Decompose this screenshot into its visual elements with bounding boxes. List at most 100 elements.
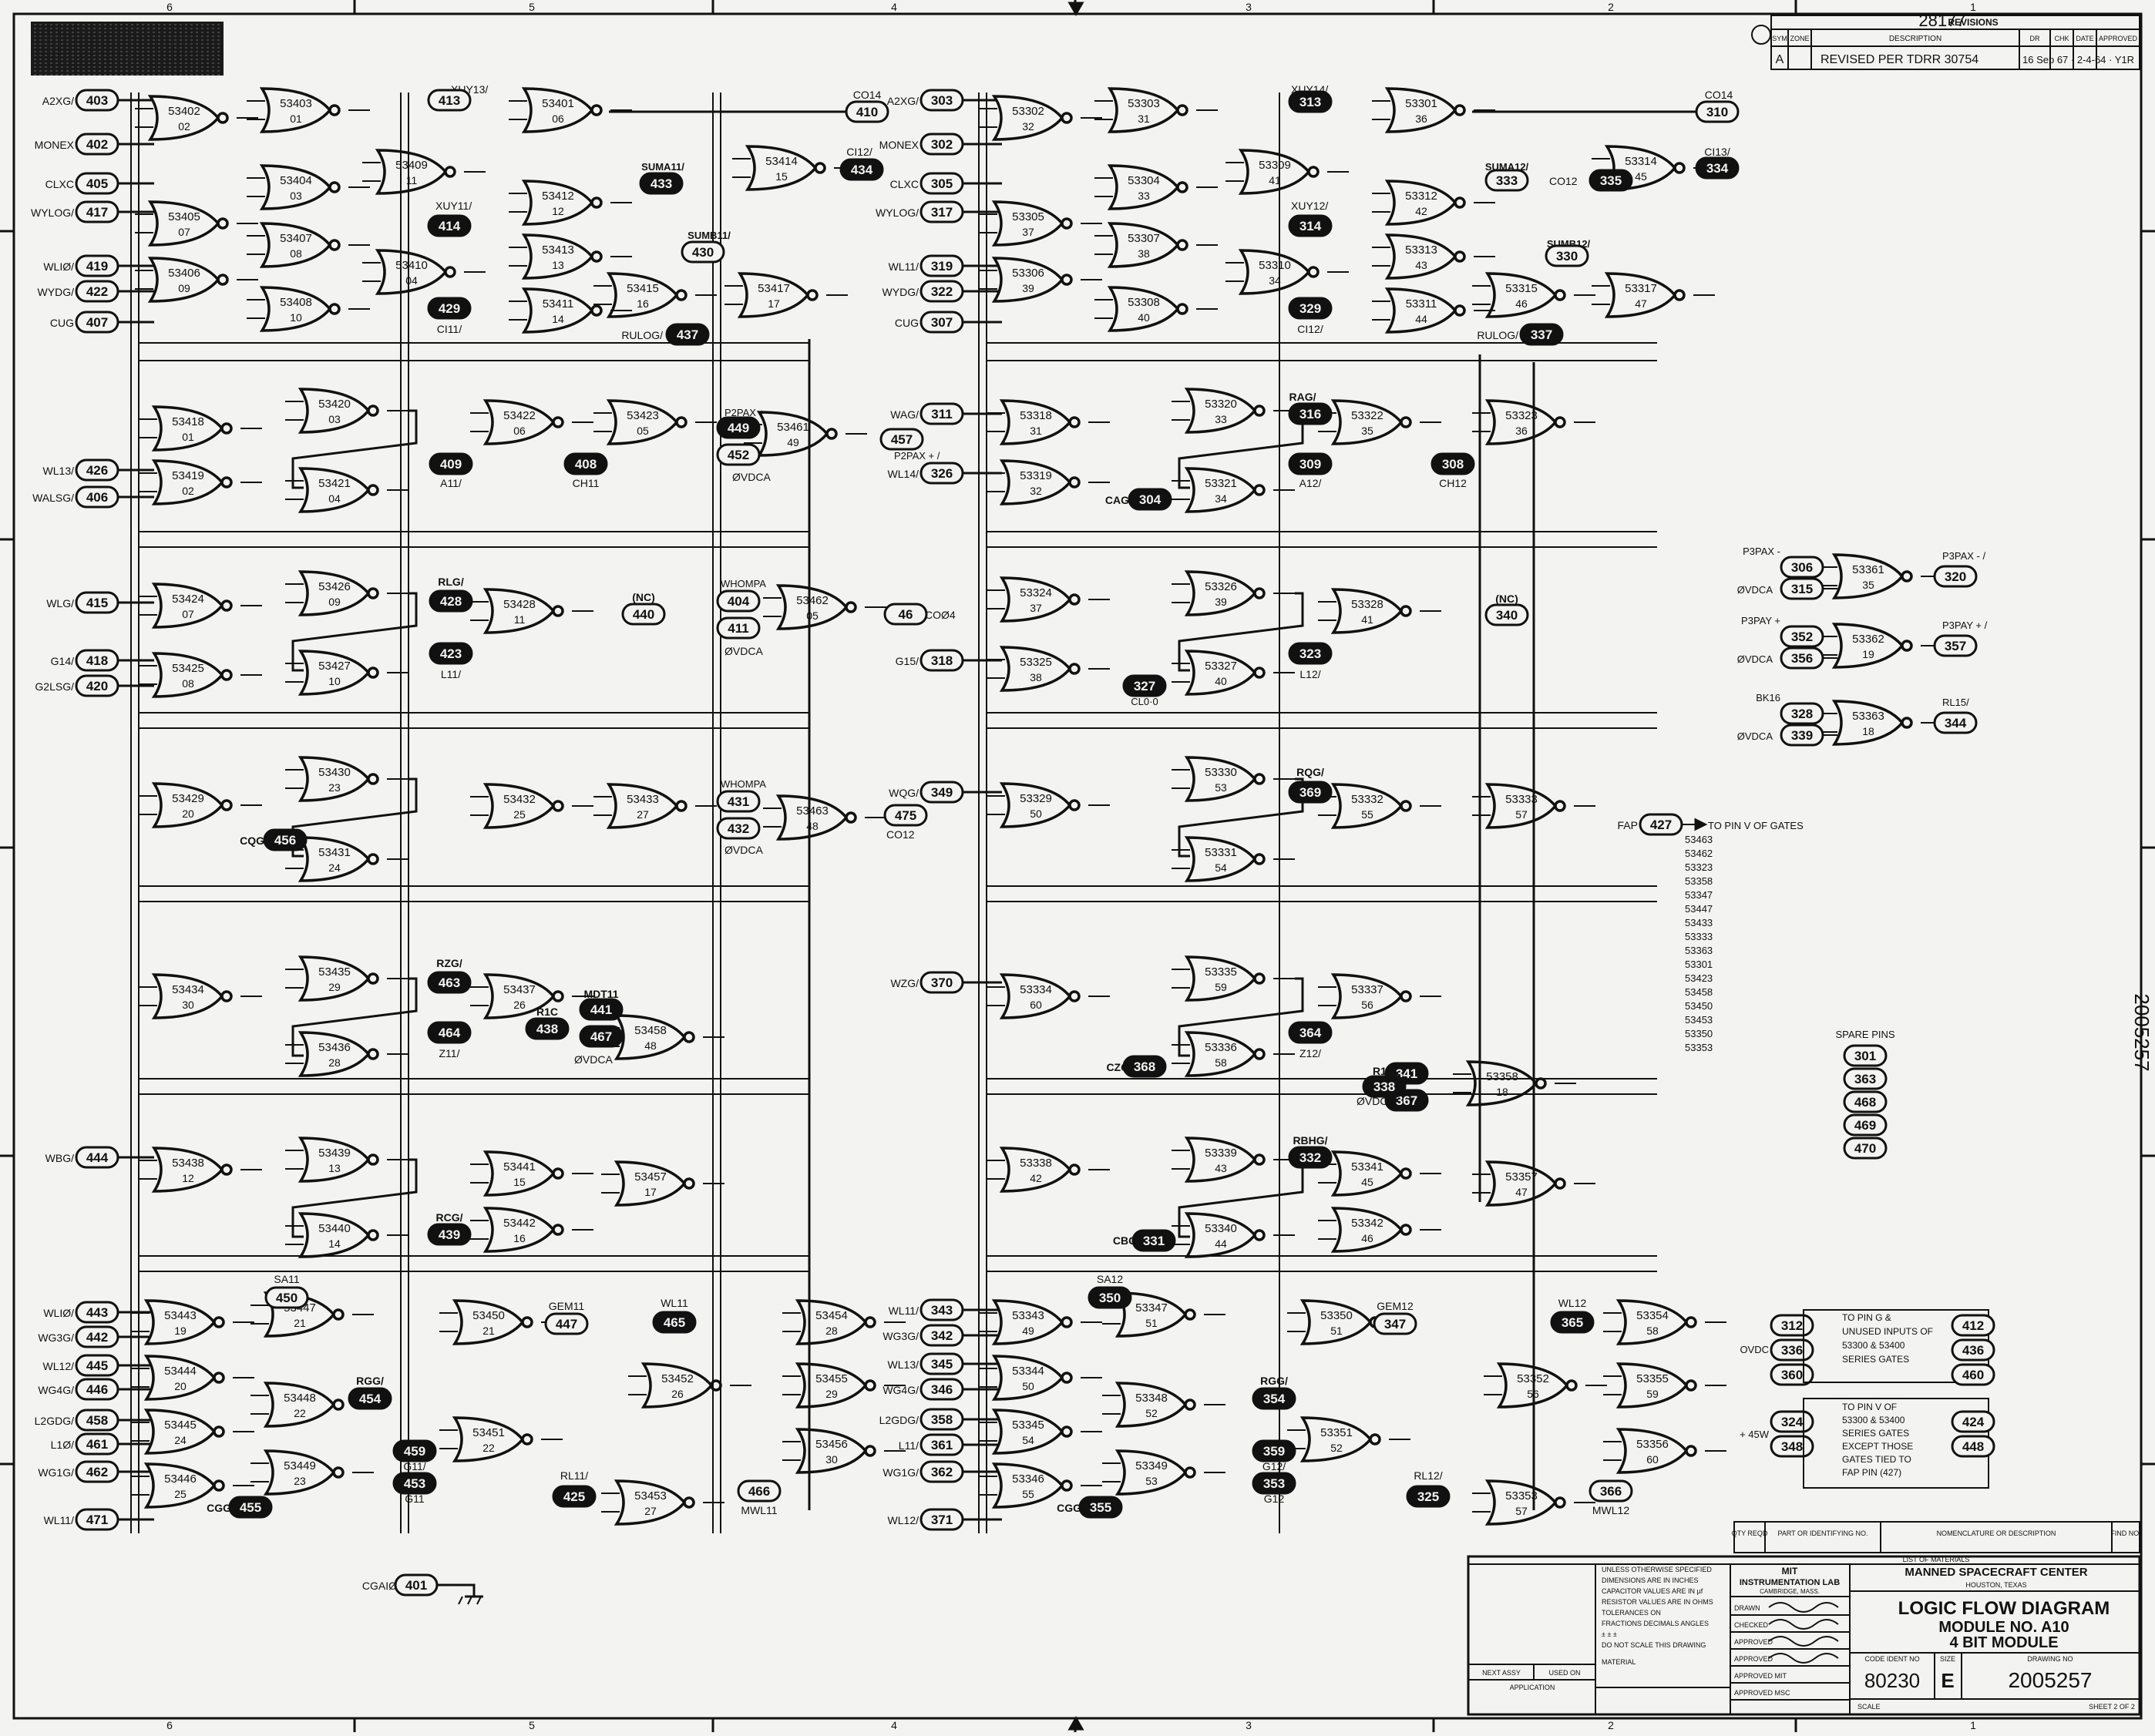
gate-sub: 30 bbox=[825, 1453, 838, 1466]
gate-number: 53320 bbox=[1205, 398, 1237, 411]
signal-label: MDT11 bbox=[583, 988, 618, 1000]
aux-pin: 352 bbox=[1780, 625, 1824, 648]
signal-label: (NC) bbox=[632, 591, 655, 603]
aux-output-pin: 357 bbox=[1933, 634, 1978, 657]
handwritten-number: 28177 bbox=[1918, 11, 1965, 30]
gate-body bbox=[298, 650, 371, 696]
pin-oval bbox=[1695, 100, 1740, 123]
input-label: WG3G/ bbox=[883, 1330, 919, 1342]
inversion-bubble bbox=[590, 250, 603, 263]
pin-number: 439 bbox=[439, 1227, 460, 1242]
inversion-bubble bbox=[1176, 181, 1188, 193]
pin-number: 429 bbox=[439, 301, 460, 316]
signal-label: G11/ bbox=[403, 1460, 425, 1472]
gate-sub: 39 bbox=[1022, 282, 1034, 294]
gate-sub: 07 bbox=[182, 608, 194, 620]
input-label: WL11/ bbox=[44, 1514, 75, 1526]
gate-number: 53411 bbox=[543, 297, 574, 311]
inversion-bubble bbox=[552, 800, 564, 812]
pin-number: 316 bbox=[1299, 407, 1321, 421]
pin-441: 441 bbox=[579, 998, 624, 1021]
gate-sub: 11 bbox=[514, 613, 526, 626]
gate-body bbox=[482, 1150, 556, 1197]
input-label: WZG/ bbox=[890, 977, 919, 989]
gate-body bbox=[795, 1362, 868, 1409]
inversion-bubble bbox=[367, 587, 379, 599]
gate-sub: 23 bbox=[328, 781, 341, 794]
gate-sub: 31 bbox=[1138, 112, 1150, 125]
col-chk: CHK bbox=[2054, 35, 2069, 42]
pin-oval bbox=[1770, 1338, 1814, 1362]
ovdc-right-pin: 436 bbox=[1951, 1338, 1995, 1362]
gate-body bbox=[521, 180, 594, 226]
pin-number: 330 bbox=[1556, 249, 1578, 264]
gate-number: 53431 bbox=[318, 846, 351, 859]
gate-sub: 40 bbox=[1215, 675, 1227, 687]
revision-block bbox=[1770, 15, 2140, 70]
inversion-bubble bbox=[1400, 416, 1412, 428]
signal-label: ØVDCA bbox=[732, 471, 771, 483]
gate-body bbox=[1831, 623, 1905, 669]
gate-sub: 53 bbox=[1145, 1475, 1158, 1487]
pin-oval bbox=[1373, 1312, 1417, 1335]
gate-sub: 03 bbox=[328, 413, 341, 425]
gate-sub: 40 bbox=[1138, 311, 1150, 324]
gate-body bbox=[1238, 249, 1311, 295]
gate-body bbox=[521, 287, 594, 334]
pin-number: 441 bbox=[590, 1002, 612, 1017]
latch-wire bbox=[1178, 977, 1304, 1057]
scale-label: SCALE bbox=[1857, 1703, 1881, 1711]
inversion-bubble bbox=[590, 304, 603, 317]
inversion-bubble bbox=[1685, 1445, 1697, 1457]
pin-oval bbox=[1288, 1021, 1333, 1044]
pin-number: 447 bbox=[556, 1317, 577, 1331]
pin-number: 303 bbox=[931, 93, 953, 108]
gate-sub: 13 bbox=[552, 259, 564, 271]
inversion-bubble bbox=[444, 166, 456, 178]
p45v-right-pin: 424 bbox=[1951, 1410, 1995, 1433]
pin-number: 468 bbox=[1854, 1095, 1876, 1110]
spare-pin: 363 bbox=[1843, 1067, 1888, 1090]
pin-oval bbox=[737, 1479, 782, 1503]
signal-label: CO12 bbox=[1549, 175, 1578, 187]
gate-number: 53432 bbox=[503, 793, 536, 806]
inversion-bubble bbox=[1685, 1316, 1697, 1328]
gate-number: 53312 bbox=[1405, 190, 1437, 203]
gate-number: 53322 bbox=[1351, 409, 1383, 422]
pin-number: 301 bbox=[1854, 1049, 1876, 1063]
gate-number: 53341 bbox=[1351, 1160, 1383, 1174]
pin-number: 420 bbox=[86, 679, 108, 693]
gate-body bbox=[147, 257, 220, 303]
spare-title: SPARE PINS bbox=[1835, 1029, 1894, 1040]
inversion-bubble bbox=[1068, 990, 1081, 1002]
gate-sub: 07 bbox=[178, 226, 190, 238]
inversion-bubble bbox=[1068, 476, 1081, 489]
pin-number: 318 bbox=[931, 653, 953, 668]
pin-oval bbox=[1695, 156, 1740, 180]
input-label: WL11/ bbox=[889, 1305, 919, 1317]
gate-number: 53327 bbox=[1205, 660, 1237, 673]
pin-408: 408 bbox=[563, 452, 608, 475]
pin-number: 348 bbox=[1781, 1439, 1803, 1454]
pin-number: 349 bbox=[931, 785, 953, 800]
gate-body bbox=[999, 576, 1072, 623]
nomenclature: NOMENCLATURE OR DESCRIPTION bbox=[1937, 1529, 2056, 1537]
gate-number: 53444 bbox=[164, 1365, 197, 1378]
fap-gate-number: 53323 bbox=[1685, 861, 1713, 873]
input-pin: 402 bbox=[75, 133, 119, 156]
signal-label: RLG/ bbox=[438, 576, 464, 588]
pin-number: 366 bbox=[1600, 1484, 1622, 1499]
aux-input-label: ØVDCA bbox=[1737, 730, 1773, 742]
fap-gate-number: 53363 bbox=[1685, 945, 1713, 956]
gate-body bbox=[298, 1212, 371, 1258]
inversion-bubble bbox=[683, 1496, 695, 1509]
pin-oval bbox=[552, 1485, 597, 1508]
gate-body bbox=[775, 794, 849, 841]
signal-label: RL11/ bbox=[560, 1469, 588, 1482]
inversion-bubble bbox=[332, 1308, 345, 1321]
gate-number: 53303 bbox=[1128, 97, 1160, 110]
